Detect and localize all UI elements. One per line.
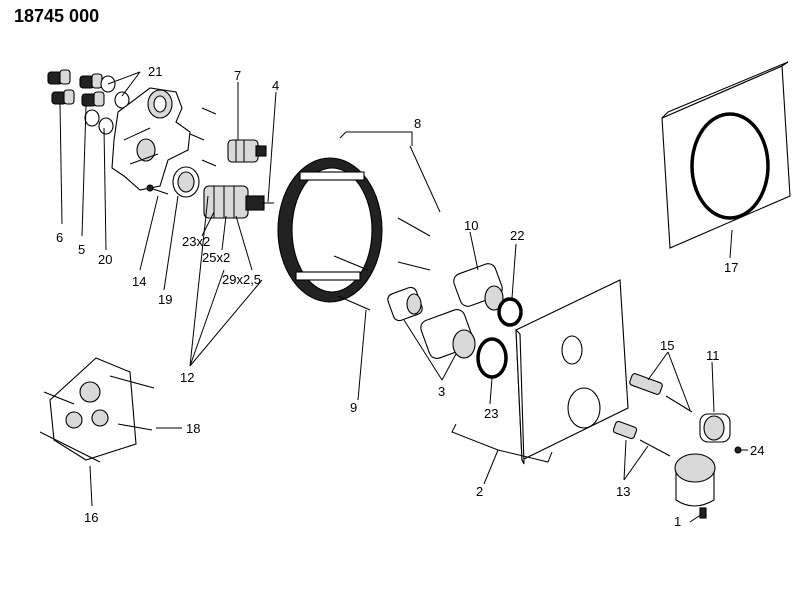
part-6-drawing: [47, 69, 75, 105]
part-17-cover: [661, 61, 791, 249]
label-5: 5: [78, 242, 85, 257]
label-23: 23: [484, 406, 498, 421]
label-15: 15: [660, 338, 674, 353]
label-20: 20: [98, 252, 112, 267]
diagram-title: 18745 000: [14, 6, 100, 26]
part-9-bolts: [333, 217, 431, 311]
part-23-oring: [476, 337, 508, 379]
label-8: 8: [414, 116, 421, 131]
part-14-screw: [146, 184, 169, 195]
part-13-drawing: [612, 420, 671, 457]
label-23x2: 23x2: [182, 234, 210, 249]
part-1-knob: [674, 453, 716, 519]
label-22: 22: [510, 228, 524, 243]
part-16-drawing: [39, 357, 155, 463]
label-7: 7: [234, 68, 241, 83]
valve-body-drawing: [111, 87, 191, 191]
label-18: 18: [186, 421, 200, 436]
label-24: 24: [750, 443, 764, 458]
label-2: 2: [476, 484, 483, 499]
label-17: 17: [724, 260, 738, 275]
leader-lines: [59, 71, 748, 523]
label-29x2-5: 29x2,5: [222, 272, 261, 287]
thermostatic-cartridge-drawing: [203, 185, 274, 219]
label-12: 12: [180, 370, 194, 385]
part-10-drawing: [453, 263, 504, 311]
label-9: 9: [350, 400, 357, 415]
part-5-drawing: [79, 73, 105, 107]
label-25x2: 25x2: [202, 250, 230, 265]
label-10: 10: [464, 218, 478, 233]
label-3: 3: [438, 384, 445, 399]
label-13: 13: [616, 484, 630, 499]
label-14: 14: [132, 274, 146, 289]
small-screws: [189, 107, 217, 167]
part-22-oring: [497, 297, 523, 327]
part-7-drawing: [227, 139, 267, 163]
label-21: 21: [148, 64, 162, 79]
part-3-drawing: [387, 286, 476, 359]
label-16: 16: [84, 510, 98, 525]
label-11: 11: [706, 348, 720, 363]
part-labels: 21 7 4 8 6 5 20 14 19 23x2 25x2 29x2,5 1…: [56, 64, 764, 529]
part-2-cover-plate: [515, 279, 629, 465]
label-1: 1: [674, 514, 681, 529]
part-11-drawing: [699, 413, 731, 443]
part-15-drawing: [629, 373, 693, 413]
label-4: 4: [272, 78, 279, 93]
part-8-frame: [277, 157, 383, 303]
part-20-orings: [84, 109, 114, 135]
label-19: 19: [158, 292, 172, 307]
part-19-drawing: [172, 166, 200, 198]
label-6: 6: [56, 230, 63, 245]
